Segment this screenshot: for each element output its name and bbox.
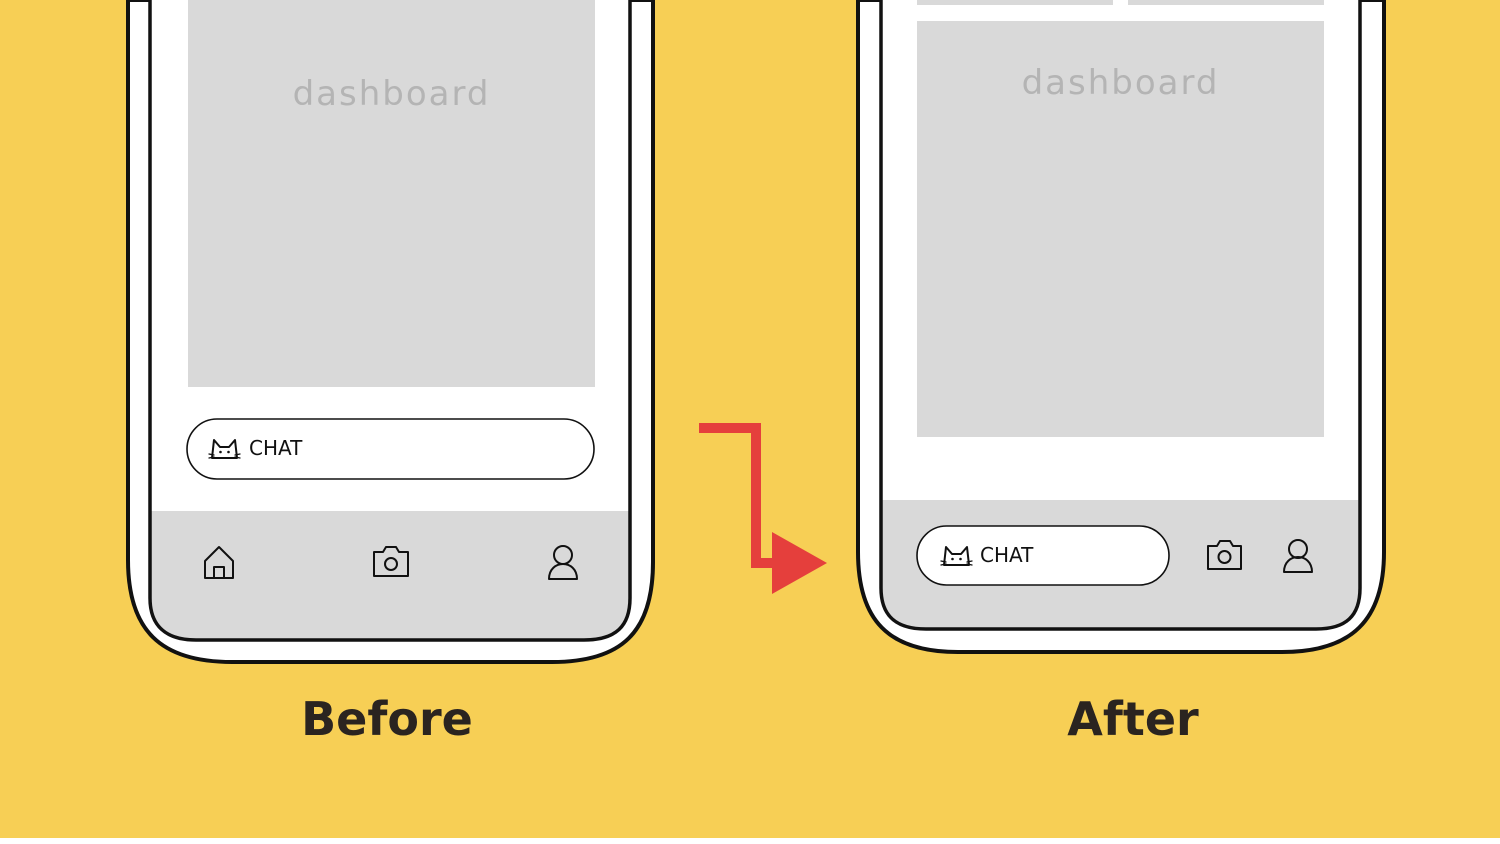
before-dashboard-card (188, 0, 595, 387)
after-dashboard-label: dashboard (1021, 63, 1220, 103)
bottom-edge-strip (0, 838, 1500, 844)
before-dashboard-label: dashboard (292, 74, 491, 114)
home-icon[interactable] (204, 546, 234, 579)
after-chat-bar[interactable] (916, 525, 1170, 586)
after-top-card-left (917, 0, 1113, 5)
before-chat-label: CHAT (249, 436, 303, 460)
camera-icon[interactable] (373, 546, 409, 577)
before-cat-icon (208, 439, 241, 459)
after-screen-outline (879, 0, 1362, 631)
before-nav-bar (150, 511, 630, 640)
after-profile-icon[interactable] (1283, 539, 1313, 573)
before-phone (126, 0, 655, 664)
before-caption: Before (301, 692, 473, 746)
after-dashboard-card (917, 21, 1324, 437)
transition-arrow (699, 423, 827, 594)
after-caption: After (1067, 692, 1199, 746)
after-cat-icon (940, 546, 973, 566)
before-screen-outline (148, 0, 632, 642)
before-chat-bar[interactable] (186, 418, 595, 480)
after-top-card-right (1128, 0, 1324, 5)
after-chat-label: CHAT (980, 543, 1034, 567)
after-phone (856, 0, 1386, 654)
profile-icon[interactable] (548, 545, 578, 580)
after-camera-icon[interactable] (1207, 540, 1242, 570)
